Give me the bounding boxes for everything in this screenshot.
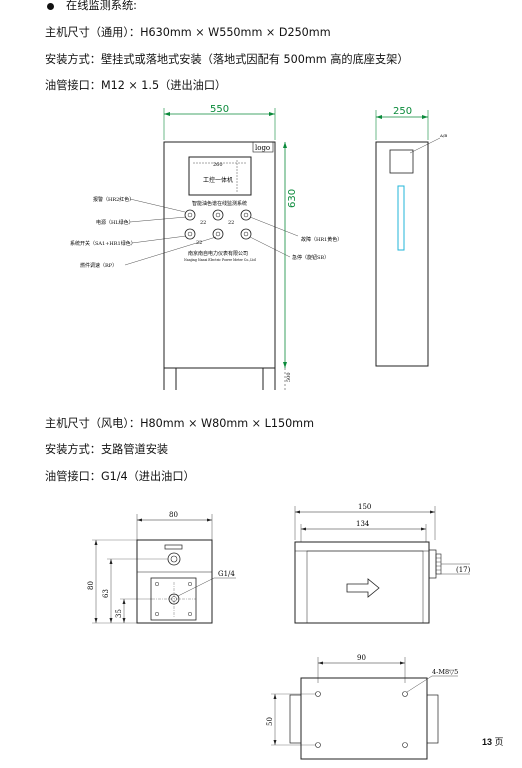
side-inner: 134 <box>356 520 370 528</box>
oil-port-general: 油管接口：M12 × 1.5（进出油口） <box>45 79 227 92</box>
company-cn: 南京南自电力仪表有限公司 <box>188 250 248 257</box>
dimensions-wind: 主机尺寸（风电）：H80mm × W80mm × L150mm <box>45 417 314 430</box>
bottom-width: 90 <box>357 654 366 662</box>
port-label: G1/4 <box>218 570 235 578</box>
knob-row-1: 22 22 <box>184 209 252 226</box>
side-view: 250 A/B <box>375 106 447 367</box>
page-number: 13 页 <box>482 735 504 748</box>
flow-arrow-icon <box>346 578 380 598</box>
label-emergency: 急停（旋钮SB） <box>292 254 329 261</box>
side-label: A/B <box>439 133 447 138</box>
cabinet-drawing: 550 logo 260 工控一体机 智能油色谱在线监测系统 22 22 <box>70 104 447 390</box>
knob-dim-1: 22 <box>200 220 206 226</box>
height-value: 630 <box>287 189 298 208</box>
screen-panel <box>188 156 252 196</box>
side-body-2 <box>294 541 430 624</box>
knob-dim-3: 22 <box>196 240 202 246</box>
stand-value: 500 <box>286 372 292 382</box>
front-width: 80 <box>169 511 178 519</box>
hole-label: 4-M8▽5 <box>432 668 458 676</box>
front-body <box>136 539 213 624</box>
cabinet-body <box>163 141 276 369</box>
width-dimension: 550 <box>163 104 276 140</box>
wind-unit-drawing: 80 G1/4 80 <box>87 503 471 760</box>
system-name: 智能油色谱在线监测系统 <box>192 200 247 207</box>
front-inner: 63 <box>102 589 110 598</box>
width-value: 550 <box>210 104 229 115</box>
side-body <box>375 141 429 367</box>
cabinet-leg-left <box>163 367 177 390</box>
side-view-2: 150 134 (17) <box>294 503 471 624</box>
company-en: Nanjing Nanzi Electric Power Meter Co.,L… <box>184 258 256 262</box>
label-power: 电源（HL绿色） <box>96 219 134 226</box>
install-method-wind: 安装方式：支路管道安装 <box>45 443 169 456</box>
height-dimension: 630 <box>283 142 298 368</box>
dimensions-general: 主机尺寸（通用）：H630mm × W550mm × D250mm <box>45 26 331 39</box>
label-system-switch: 系统开关（SA1+HR1绿色） <box>70 240 136 247</box>
side-offset: (17) <box>456 566 471 574</box>
side-indicator <box>397 185 405 251</box>
bottom-depth: 50 <box>266 717 274 726</box>
front-height: 80 <box>87 581 95 590</box>
knob-dim-2: 22 <box>228 220 234 226</box>
depth-value: 250 <box>393 106 412 117</box>
side-total: 150 <box>358 503 371 511</box>
install-method-general: 安装方式：壁挂式或落地式安装（落地式因配有 500mm 高的底座支架） <box>45 53 409 66</box>
left-labels: 报警（HR2红色） 电源（HL绿色） 系统开关（SA1+HR1绿色） 燃件调速（… <box>70 196 217 269</box>
bullet-dot <box>47 3 54 10</box>
oil-port-wind: 油管接口：G1/4（进出油口） <box>45 470 195 483</box>
bottom-view: 90 4-M8▽5 50 <box>266 654 458 760</box>
page-number-unit: 页 <box>494 737 504 747</box>
label-fault: 故障（HR1黄色） <box>301 236 342 243</box>
front-small: 35 <box>115 609 123 618</box>
label-alarm: 报警（HR2红色） <box>93 196 134 203</box>
knob-row-2: 22 <box>184 228 252 246</box>
section-title: 在线监测系统: <box>66 0 137 12</box>
screen-label: 工控一体机 <box>203 176 233 184</box>
page-number-value: 13 <box>482 737 493 747</box>
screen-dim: 260 <box>213 162 223 168</box>
logo-text: logo <box>255 144 270 152</box>
front-view: 80 G1/4 80 <box>87 511 236 624</box>
right-labels: 故障（HR1黄色） 急停（旋钮SB） <box>249 216 342 261</box>
side-window <box>389 149 414 174</box>
cabinet-leg-right <box>262 367 276 390</box>
label-speed: 燃件调速（RP） <box>80 262 117 269</box>
